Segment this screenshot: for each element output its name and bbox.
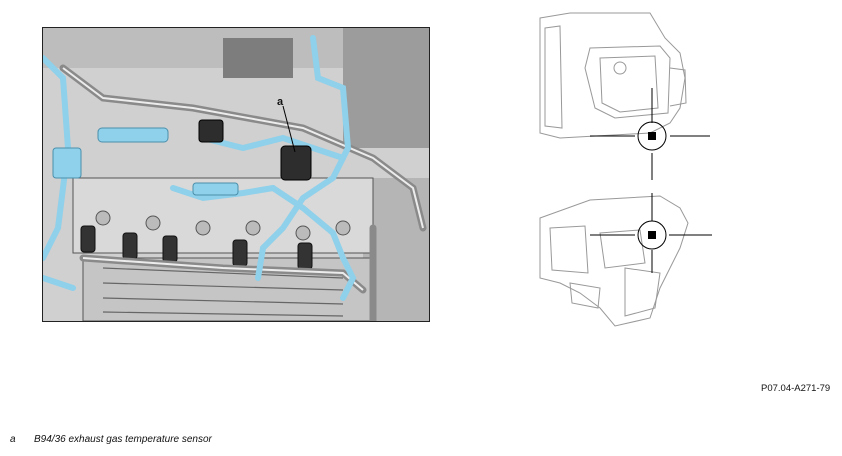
legend-item: a B94/36 exhaust gas temperature sensor	[10, 434, 212, 445]
engine-photo	[42, 27, 430, 322]
legend-text: B94/36 exhaust gas temperature sensor	[34, 434, 212, 445]
callout-label-a: a	[277, 96, 284, 108]
legend: a B94/36 exhaust gas temperature sensor	[10, 434, 212, 445]
figure-code: P07.04-A271-79	[761, 383, 831, 394]
legend-key: a	[10, 434, 16, 445]
engine-side-view-locator	[530, 188, 720, 333]
engine-photo-drawing	[43, 28, 429, 321]
engine-top-view-locator	[530, 8, 720, 183]
